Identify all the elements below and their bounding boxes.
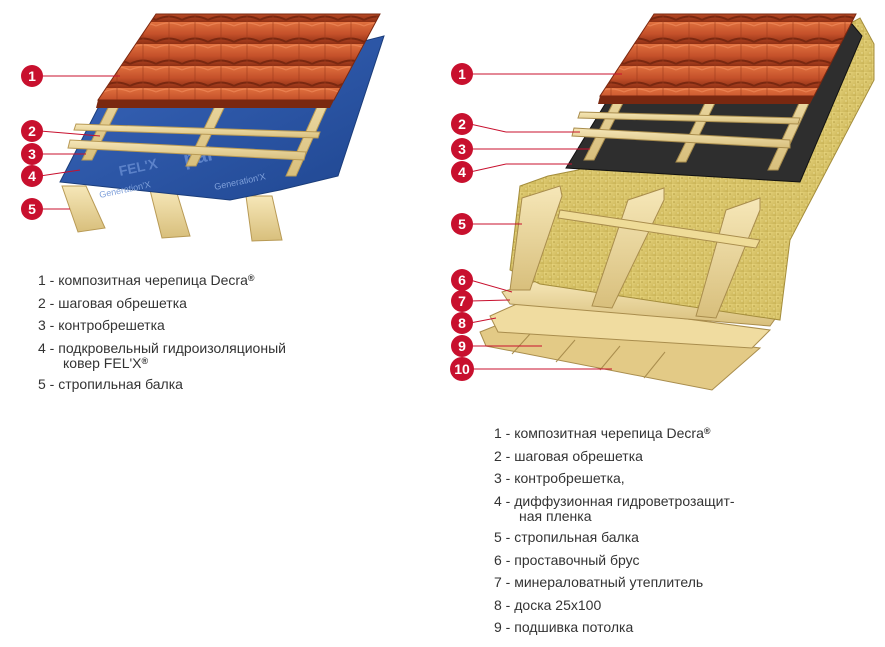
right-legend: 1 - композитная черепица Decra® 2 - шаго… — [494, 422, 735, 639]
legend-text: шаговая обрешетка — [58, 294, 187, 311]
ceiling-board-lines — [511, 333, 666, 379]
rafter-beams — [61, 185, 283, 242]
legend-text: диффузионная гидроветрозащит- — [514, 492, 735, 509]
svg-text:2: 2 — [458, 116, 466, 132]
left-leader-lines — [39, 75, 120, 210]
callout-badge: 4 — [21, 165, 43, 187]
legend-text: контробрешетка, — [514, 470, 625, 486]
decra-tile-roof-right — [599, 13, 857, 97]
legend-item: 3 - контробрешетка — [38, 314, 286, 337]
legend-text: композитная черепица Decra — [58, 272, 248, 288]
callout-badge: 8 — [451, 312, 473, 334]
legend-text-cont: ковер FEL'X — [63, 355, 142, 371]
legend-text: доска 25х100 — [514, 596, 602, 613]
legend-number: 3 - — [494, 470, 515, 486]
legend-text: подшивка потолка — [514, 619, 634, 635]
svg-text:3: 3 — [458, 141, 466, 157]
legend-number: 3 - — [38, 317, 59, 333]
legend-item: 8 - доска 25х100 — [494, 594, 735, 617]
registered-mark: ® — [703, 426, 711, 436]
callout-badge: 3 — [21, 143, 43, 165]
legend-item: 7 - минераловатный утеплитель — [494, 571, 735, 594]
registered-mark: ® — [141, 356, 149, 366]
legend-item: 9 - подшивка потолка — [494, 616, 735, 639]
legend-text: стропильная балка — [58, 376, 183, 392]
legend-item: 5 - стропильная балка — [38, 373, 286, 396]
legend-number: 5 - — [494, 529, 515, 545]
svg-text:4: 4 — [458, 164, 466, 180]
rafter-beams-right — [509, 185, 761, 319]
legend-item: 4 - диффузионная гидроветрозащит-ная пле… — [494, 490, 735, 527]
svg-text:9: 9 — [458, 338, 466, 354]
callout-badge: 5 — [451, 213, 473, 235]
left-callouts: 1 2 3 4 5 — [21, 65, 43, 220]
step-battens-right — [571, 111, 801, 149]
legend-number: 2 - — [38, 294, 59, 311]
svg-text:6: 6 — [458, 272, 466, 288]
callout-badge: 10 — [450, 357, 474, 381]
legend-text: контробрешетка — [58, 317, 165, 333]
svg-text:3: 3 — [28, 146, 36, 162]
legend-item: 1 - композитная черепица Decra® — [38, 269, 286, 292]
legend-item: 6 - проставочный брус — [494, 549, 735, 572]
left-legend: 1 - композитная черепица Decra® 2 - шаго… — [38, 269, 286, 396]
callout-badge: 7 — [451, 290, 473, 312]
legend-number: 1 - — [38, 272, 59, 288]
callout-badge: 5 — [21, 198, 43, 220]
legend-text: минераловатный утеплитель — [514, 574, 704, 590]
registered-mark: ® — [247, 273, 255, 283]
callout-badge: 1 — [21, 65, 43, 87]
svg-text:10: 10 — [454, 361, 470, 377]
step-battens — [67, 123, 321, 161]
legend-item: 1 - композитная черепица Decra® — [494, 422, 735, 445]
svg-text:2: 2 — [28, 123, 36, 139]
callout-badge: 2 — [451, 113, 473, 135]
legend-text: стропильная балка — [514, 529, 639, 545]
legend-number: 7 - — [494, 574, 515, 590]
legend-item: 2 - шаговая обрешетка — [38, 292, 286, 315]
legend-item: 3 - контробрешетка, — [494, 467, 735, 490]
callout-badge: 3 — [451, 138, 473, 160]
legend-item: 5 - стропильная балка — [494, 526, 735, 549]
decra-tile-roof — [97, 13, 381, 101]
svg-text:1: 1 — [28, 68, 36, 84]
svg-text:1: 1 — [458, 66, 466, 82]
callout-badge: 6 — [451, 269, 473, 291]
legend-continuation: ная пленка — [519, 508, 592, 524]
svg-text:5: 5 — [458, 216, 466, 232]
legend-number: 9 - — [494, 619, 515, 635]
legend-text: - проставочный брус — [505, 551, 640, 568]
legend-number: 1 - — [494, 425, 515, 441]
left-roof-diagram: FEL'X pal Generation'X Generation'X 1 2 — [21, 13, 385, 242]
legend-item: 2 - шаговая обрешетка — [494, 445, 735, 468]
svg-text:8: 8 — [458, 315, 466, 331]
legend-text: композитная черепица Decra — [514, 425, 704, 441]
legend-number: 8 - — [494, 596, 515, 613]
legend-number: 5 - — [38, 376, 59, 392]
svg-text:7: 7 — [458, 293, 466, 309]
svg-text:4: 4 — [28, 168, 36, 184]
callout-badge: 2 — [21, 120, 43, 142]
legend-continuation: ковер FEL'X® — [38, 354, 286, 373]
callout-badge: 1 — [451, 63, 473, 85]
right-roof-diagram: 1 2 3 4 5 6 7 8 9 10 — [450, 13, 875, 391]
legend-number: 2 - — [494, 447, 515, 464]
right-leader-lines — [469, 73, 622, 370]
legend-text: шаговая обрешетка — [514, 447, 643, 464]
legend-number: 4 - — [494, 492, 515, 509]
legend-number: 6 — [494, 551, 506, 568]
callout-badge: 9 — [451, 335, 473, 357]
callout-badge: 4 — [451, 161, 473, 183]
right-callouts: 1 2 3 4 5 6 7 8 9 10 — [450, 63, 474, 381]
legend-number: 4 - — [38, 339, 59, 356]
legend-text: подкровельный гидроизоляционый — [58, 339, 286, 356]
svg-text:5: 5 — [28, 201, 36, 217]
